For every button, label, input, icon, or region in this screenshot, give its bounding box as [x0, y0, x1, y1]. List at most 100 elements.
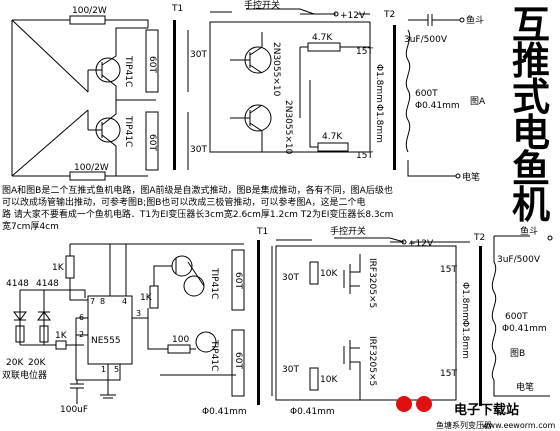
coil-60t-bottom-b-label: 60T: [233, 352, 243, 369]
top-rail-b: [276, 237, 470, 243]
resistor-1k-c-label: 1K: [55, 331, 68, 341]
transistor-q1-leads: [88, 27, 148, 100]
pen-terminal-a: [455, 173, 461, 179]
wire-041-b-label: Φ0.41mm: [502, 324, 547, 334]
pen-b-label: 电笔: [516, 381, 534, 393]
t1-core-a: [173, 20, 176, 170]
fet-a-label: IRF3205×5: [367, 258, 377, 308]
capacitor-a-label: 3uF/500V: [404, 35, 448, 45]
circuit-a: 100/2W 100/2W TIP41C TIP41C 60T 60T T1 3…: [11, 0, 486, 183]
wire-18-a-label-1: Φ1.8mm: [374, 64, 384, 103]
coil-30t-bottom-b-label: 30T: [282, 365, 299, 375]
ne555-chip: [87, 295, 133, 365]
vcc-b-label: +12V: [408, 239, 434, 249]
watermark-url: www.eeworm.com: [482, 421, 555, 430]
watermark-logo-2: [416, 396, 432, 412]
coil-30t-bottom-a-label: 30T: [190, 145, 207, 155]
resistor-1k-c: [55, 340, 67, 350]
resistor-10k-b: [309, 367, 319, 391]
pot-b-label: 20K: [28, 358, 46, 368]
wire-18-b-label-1: Φ1.8mm: [460, 282, 470, 321]
resistor-10k-a-label: 10K: [320, 269, 338, 279]
resistor-bottom-a-label: 100/2W: [74, 163, 109, 173]
pot-a-label: 20K: [6, 358, 24, 368]
resistor-r1-a: [307, 42, 341, 52]
coil-60t-bottom-a-label: 60T: [147, 134, 157, 151]
diode-2-label: 4148: [36, 279, 59, 289]
diagram-a-label: 图A: [470, 96, 486, 107]
pin-5: 5: [114, 365, 119, 374]
capacitor-100uf: [70, 380, 84, 404]
t1-a-label: T1: [171, 4, 183, 14]
t2-core-a: [393, 25, 396, 170]
driver-q-b-label: TIP41C: [209, 339, 219, 371]
coil-60t-top-a: [145, 29, 159, 93]
watermark-brand: 电子下载站: [454, 402, 519, 418]
driver-transistor-1: [171, 255, 193, 277]
diode-1-label: 4148: [6, 279, 29, 289]
pin-7: 7: [90, 297, 95, 306]
description-line-1: 图A和图B是二个互推式鱼机电路，图A前级是自激式推动，图B是集成推动，各有不同，…: [2, 184, 393, 196]
description-line-2: 可以改成场管输出推动，可参考图B;图B也可以改成三极管推动，可以参考图A，这是二…: [2, 196, 366, 208]
coil-15t-bottom-a-label: 15T: [356, 151, 373, 161]
watermark: 电子下载站 鱼塘系列变压器 www.eeworm.com: [396, 396, 555, 430]
fish-terminal-b: [547, 235, 553, 241]
t2-core-b: [479, 246, 482, 406]
ne555-wires: [70, 243, 244, 395]
resistor-100: [167, 344, 191, 354]
fet-b-label: IRF3205×5: [367, 336, 377, 386]
transistor-q3-leads: [230, 32, 263, 74]
diode-1: [13, 311, 27, 321]
resistor-bottom-a: [69, 171, 106, 181]
t2-a-label: T2: [383, 10, 395, 20]
resistor-top-a: [69, 15, 106, 25]
driver-wires-2: [147, 318, 236, 376]
wire-18-b-label-2: Φ1.8mm: [460, 320, 470, 359]
resistor-1k-a-label: 1K: [52, 263, 65, 273]
coil-60t-top-a-label: 60T: [147, 56, 157, 73]
title-char-2: 推: [512, 38, 550, 83]
t2-b-label: T2: [473, 233, 485, 243]
output-stage-box-b: [275, 245, 457, 401]
pot-name-label: 双联电位器: [2, 369, 47, 381]
pin-4: 4: [122, 297, 127, 306]
resistor-1k-a: [65, 255, 75, 279]
watermark-overlay: 鱼塘系列变压器: [436, 420, 492, 430]
description-line-4: 宽7cm厚4cm: [2, 220, 59, 232]
capacitor-100uf-label: 100uF: [60, 405, 88, 415]
wire-041-mid-label: Φ0.41mm: [290, 407, 335, 417]
coil-60t-top-b-label: 60T: [233, 272, 243, 289]
coil-30t-top-b-label: 30T: [282, 273, 299, 283]
ground-symbol: [100, 394, 116, 399]
coil-15t-top-b-label: 15T: [440, 265, 457, 275]
wire-041-a-label: Φ0.41mm: [415, 101, 460, 111]
vcc-terminal-b: [401, 239, 407, 245]
resistor-wires-a: [299, 46, 370, 148]
transistor-q4-leads: [230, 104, 263, 152]
t1-core-b: [257, 240, 260, 405]
vcc-a-label: +12V: [340, 11, 366, 21]
coil-600t-b: [491, 261, 497, 381]
capacitor-b-label: 3uF/500V: [497, 255, 541, 265]
circuit-b: 4148 4148 20K 20K 双联电位器 1K 1K NE555 7 8 …: [2, 225, 553, 417]
resistor-r2-a: [317, 142, 349, 152]
pin-3: 3: [136, 309, 141, 318]
resistor-top-a-label: 100/2W: [72, 6, 107, 16]
resistor-10k-b-label: 10K: [320, 375, 338, 385]
coil-30t-top-a-label: 30T: [190, 50, 207, 60]
wire-041-left-label: Φ0.41mm: [202, 407, 247, 417]
resistor-10k-a: [309, 261, 319, 285]
diode-2: [37, 311, 51, 321]
diagram-b-label: 图B: [510, 348, 525, 359]
pot-a: [15, 325, 25, 343]
vertical-title: 互 推 式 电 鱼 机: [512, 2, 550, 227]
transistor-q3-label: 2N3055×10: [271, 42, 281, 97]
driver-q-a-label: TIP41C: [209, 267, 219, 299]
diode-wires: [19, 289, 86, 345]
switch-b-label: 手控开关: [330, 225, 366, 237]
description-line-3: 路 请大家不要看成一个鱼机电路．T1为EI变压器长3cm宽2.6cm厚1.2cm…: [2, 208, 393, 220]
title-char-4: 电: [512, 110, 550, 155]
pin-8: 8: [100, 297, 105, 306]
diode-bars: [14, 311, 50, 321]
coil-600t-b-label: 600T: [505, 312, 528, 322]
